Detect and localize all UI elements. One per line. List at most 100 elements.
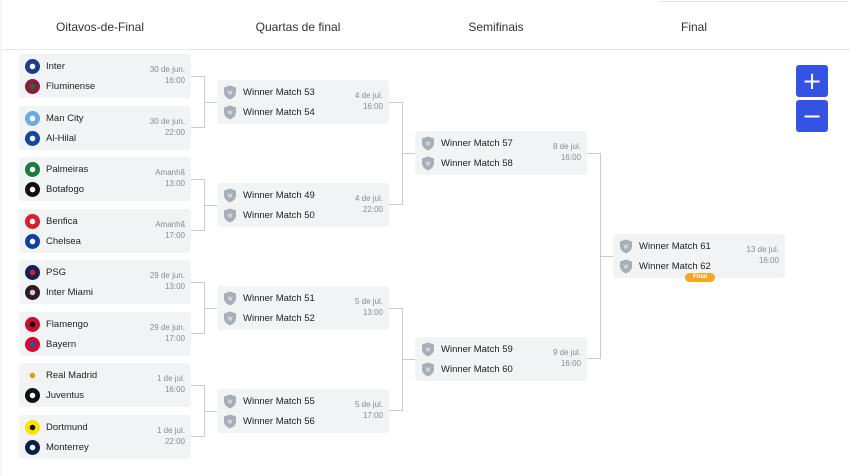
final-badge: Final [685, 273, 715, 282]
match-date: 30 de jun. [149, 117, 185, 126]
man-city-crest-icon [25, 110, 40, 126]
bracket-connector [601, 256, 613, 257]
team-name: PSG [46, 266, 67, 278]
shield-placeholder-icon: W [224, 85, 236, 99]
shield-placeholder-icon: W [620, 259, 632, 273]
team-row[interactable]: Bayern [25, 336, 76, 352]
al-hilal-crest-icon [25, 130, 40, 146]
team-row[interactable]: W Winner Match 60 [421, 361, 513, 377]
bayern-crest-icon [25, 336, 40, 352]
team-name: Palmeiras [46, 163, 89, 175]
bracket-connector [205, 205, 217, 206]
team-row[interactable]: Man City [25, 110, 83, 126]
team-row[interactable]: Monterrey [25, 439, 89, 455]
team-name: Dortmund [46, 421, 88, 433]
team-name: Winner Match 55 [243, 395, 315, 407]
team-name: Botafogo [46, 183, 85, 195]
juventus-crest-icon [25, 387, 40, 403]
team-row[interactable]: Fluminense [25, 78, 95, 94]
match-date: 5 de jul. [354, 400, 383, 409]
shield-placeholder-icon: W [422, 342, 434, 356]
team-row[interactable]: Juventus [25, 387, 84, 403]
team-row[interactable]: PSG [25, 264, 66, 280]
match-datetime: 1 de jul.16:00 [157, 373, 185, 395]
real-madrid-crest-icon [25, 367, 40, 383]
svg-text:W: W [228, 90, 233, 96]
team-row[interactable]: W Winner Match 56 [223, 413, 315, 429]
match-time: 13:00 [164, 282, 185, 291]
shield-placeholder-icon: W [224, 188, 236, 202]
svg-text:W: W [228, 419, 233, 425]
match-date: Amanhã [155, 220, 185, 229]
team-row[interactable]: Inter Miami [25, 284, 93, 300]
team-name: Monterrey [46, 441, 89, 453]
match-datetime: 5 de jul.17:00 [355, 399, 383, 421]
match-time: 16:00 [362, 102, 383, 111]
round-header: Oitavos-de-Final Quartas de final Semifi… [2, 0, 850, 50]
team-row[interactable]: Inter [25, 58, 65, 74]
svg-text:W: W [228, 110, 233, 116]
team-name: Winner Match 56 [243, 415, 315, 427]
team-row[interactable]: Al-Hilal [25, 130, 76, 146]
dortmund-crest-icon [25, 419, 40, 435]
team-name: Fluminense [46, 80, 96, 92]
monterrey-crest-icon [25, 439, 40, 455]
match-date: 1 de jul. [156, 426, 185, 435]
team-row[interactable]: Palmeiras [25, 161, 88, 177]
zoom-out-button[interactable]: − [796, 100, 828, 132]
zoom-in-button[interactable]: + [796, 65, 828, 97]
team-row[interactable]: Real Madrid [25, 367, 97, 383]
bracket-connector [191, 282, 205, 334]
svg-text:W: W [426, 141, 431, 147]
team-row[interactable]: Chelsea [25, 233, 81, 249]
team-row[interactable]: Botafogo [25, 181, 84, 197]
match-date: 30 de jun. [149, 65, 185, 74]
bracket-connector [389, 102, 403, 205]
inter-miami-crest-icon [25, 284, 40, 300]
bracket-connector [191, 385, 205, 437]
team-row[interactable]: Benfica [25, 213, 78, 229]
team-name: Inter [46, 60, 66, 72]
match-date: Amanhã [155, 168, 185, 177]
shield-placeholder-icon: W [422, 362, 434, 376]
team-row[interactable]: Dortmund [25, 419, 88, 435]
svg-text:W: W [426, 347, 431, 353]
team-row[interactable]: Flamengo [25, 316, 88, 332]
top-divider [658, 0, 848, 2]
bracket-connector [205, 411, 217, 412]
team-name: Winner Match 60 [441, 363, 513, 375]
flamengo-crest-icon [25, 316, 40, 332]
match-date: 8 de jul. [552, 142, 581, 151]
shield-placeholder-icon: W [422, 156, 434, 170]
match-datetime: 13 de jul.16:00 [747, 244, 779, 266]
team-name: Al-Hilal [46, 132, 77, 144]
team-name: Winner Match 51 [243, 292, 315, 304]
